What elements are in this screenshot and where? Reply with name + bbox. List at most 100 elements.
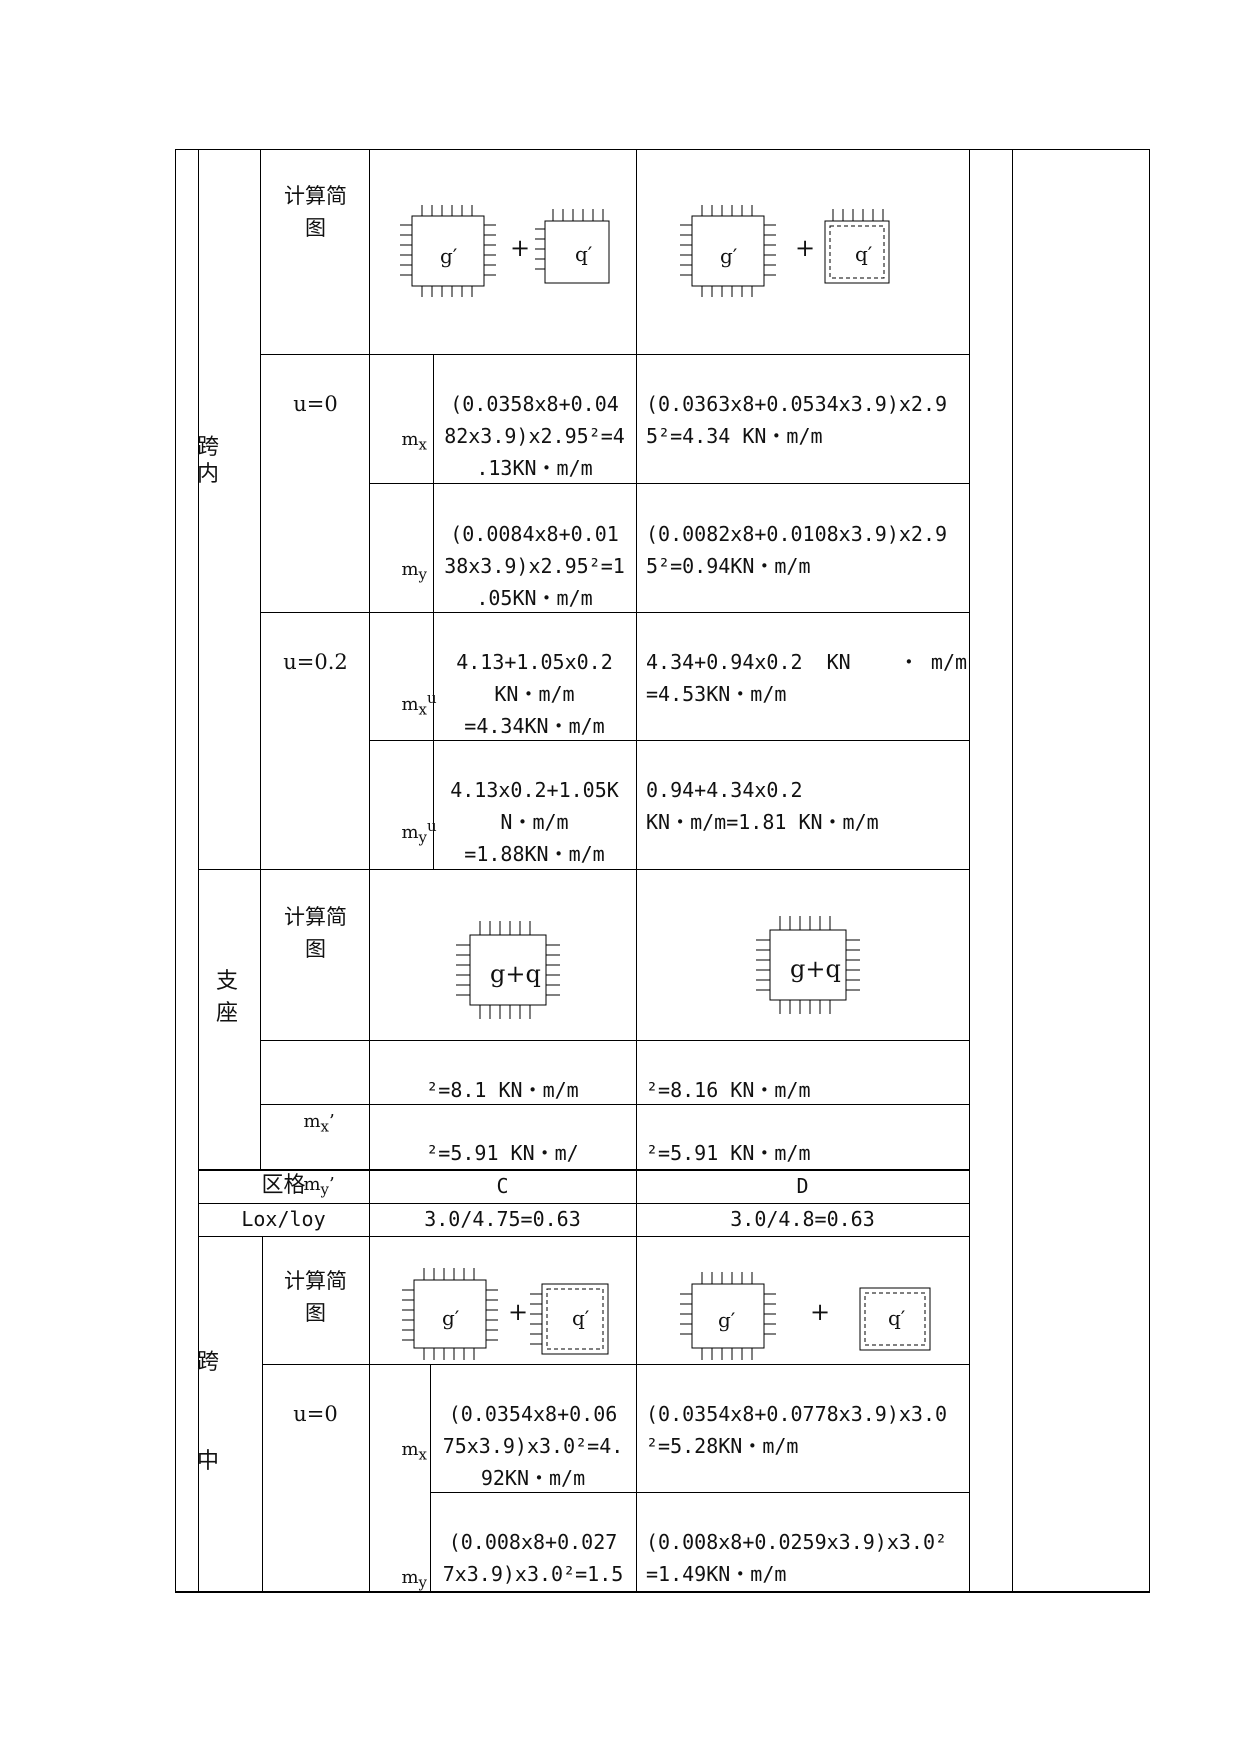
support-label-top: 支 [216, 969, 239, 994]
region-c: C [496, 1174, 509, 1198]
hline-lower-mx-end [430, 1492, 970, 1493]
mx-label: mx [401, 429, 427, 454]
hline-lower-diag-end [262, 1364, 970, 1365]
lower-u0-label: u=0 [293, 1402, 338, 1426]
mxu-c2-line1: 4.34+0.94x0.2 KN ・ m/m [646, 650, 968, 674]
diagram-lower-c2-plus: + [810, 1298, 831, 1326]
vline-2b [262, 1237, 263, 1593]
myu-c1-line1: 4.13x0.2+1.05K [450, 778, 619, 802]
hline-span-end [198, 869, 970, 870]
vline-2a [260, 149, 261, 1170]
diagram-lower-c2 [670, 1262, 950, 1372]
diagram-lower-c1-plus: + [508, 1298, 529, 1326]
lower-calc-diagram-text: 计算简图 [284, 1269, 347, 1325]
mx-prime-c2: ²=8.16 KN・m/m [646, 1078, 811, 1102]
frame-right [1149, 149, 1150, 1593]
hline-support-end [198, 1169, 970, 1171]
diagram-upper-c1-plus: + [510, 234, 531, 262]
vline-5 [636, 149, 637, 1593]
lower-mx-c2-line2: ²=5.28KN・m/m [646, 1434, 799, 1458]
u0-label: u=0 [293, 392, 338, 416]
myu-c2-line1: 0.94+4.34x0.2 [646, 778, 803, 802]
mx-u0-c1-line3: .13KN・m/m [476, 456, 593, 480]
diagram-support-c1 [450, 915, 570, 1025]
diagram-lower-c2-g: g′ [718, 1308, 736, 1332]
frame-left [175, 149, 176, 1593]
diagram-lower-c1 [392, 1262, 632, 1372]
mx-u0-c1-line1: (0.0358x8+0.04 [450, 392, 619, 416]
myu-c2-line2: KN・m/m=1.81 KN・m/m [646, 810, 879, 834]
ratio-label: Lox/loy [241, 1207, 326, 1231]
support-calc-diagram-text: 计算简图 [284, 905, 347, 961]
diagram-upper-c1 [390, 195, 630, 315]
hline-mxp-end [260, 1104, 970, 1105]
my-u0-c2-line2: 5²=0.94KN・m/m [646, 554, 811, 578]
lower-mx-c1-line2: 75x3.9)x3.0²=4. [442, 1434, 624, 1458]
vline-4b [430, 1364, 431, 1593]
lower-my-c1-line2: 7x3.9)x3.0²=1.5 [442, 1562, 624, 1586]
calc-diagram-text: 计算简图 [284, 184, 347, 240]
hline-mx-end [369, 483, 970, 484]
my-prime-c2: ²=5.91 KN・m/m [646, 1141, 811, 1165]
mxu-c1-line1: 4.13+1.05x0.2 [456, 650, 613, 674]
lower-mx-c2-line1: (0.0354x8+0.0778x3.9)x3.0 [646, 1402, 948, 1426]
mxu-c1-line2: KN・m/m [494, 682, 575, 706]
myu-c1-line2: N・m/m [500, 810, 569, 834]
lower-calc-diagram-label: 计算简图 [262, 1265, 369, 1329]
region-label: 区格 [261, 1173, 306, 1198]
lower-my-c1-line1: (0.008x8+0.027 [448, 1530, 618, 1554]
hline-support-diag-end [260, 1040, 970, 1041]
lower-mx-c1-line3: 92KN・m/m [480, 1466, 586, 1490]
frame-bottom [175, 1591, 1150, 1593]
diagram-lower-c2-q: q′ [888, 1306, 906, 1330]
diagram-upper-c2-plus: + [795, 234, 816, 262]
myu-label: myu [401, 817, 437, 847]
my-prime-label: my’ [303, 1174, 335, 1199]
mx-prime-c1: ²=8.1 KN・m/m [426, 1078, 579, 1102]
mxu-c2-line2: =4.53KN・m/m [646, 682, 787, 706]
support-label-bottom: 座 [216, 1001, 239, 1026]
vline-1 [198, 149, 199, 1593]
support-calc-diagram-label: 计算简图 [262, 901, 369, 965]
diagram-lower-c1-g: g′ [442, 1306, 460, 1330]
span-mid-label-top: 跨 [197, 1350, 220, 1375]
diagram-support-c2 [750, 910, 870, 1020]
myu-c1-line3: =1.88KN・m/m [464, 842, 605, 866]
ratio-d: 3.0/4.8=0.63 [730, 1207, 875, 1231]
hline-mxu-end [369, 740, 970, 741]
diagram-upper-c2-q: q′ [855, 242, 873, 266]
my-u0-c2-line1: (0.0082x8+0.0108x3.9)x2.9 [646, 522, 948, 546]
diagram-support-c1-label: g+q [490, 960, 541, 988]
region-d: D [796, 1174, 809, 1198]
vline-3 [369, 149, 370, 1593]
lower-mx-label: mx [401, 1439, 427, 1464]
span-in-label-top: 跨 [197, 435, 220, 460]
hline-u0-end [260, 612, 970, 613]
diagram-upper-c1-q: q′ [575, 242, 593, 266]
my-u0-c1-line1: (0.0084x8+0.01 [450, 522, 619, 546]
lower-mx-c1-line1: (0.0354x8+0.06 [448, 1402, 618, 1426]
span-in-label-bottom: 内 [197, 462, 220, 487]
diagram-upper-c2 [670, 195, 910, 315]
span-mid-label-bottom: 中 [197, 1449, 220, 1474]
vline-6 [969, 149, 970, 1593]
mxu-label: mxu [401, 689, 437, 719]
mxu-c1-line3: =4.34KN・m/m [464, 714, 605, 738]
lower-my-c2-line1: (0.008x8+0.0259x3.9)x3.0² [646, 1530, 948, 1554]
hline-diag-end [260, 354, 970, 355]
my-label: my [401, 559, 428, 584]
vline-7 [1012, 149, 1013, 1593]
diagram-upper-c1-g: g′ [440, 244, 458, 268]
diagram-lower-c1-q: q′ [572, 1306, 590, 1330]
lower-my-c2-line2: =1.49KN・m/m [646, 1562, 787, 1586]
mx-u0-c2-line2: 5²=4.34 KN・m/m [646, 424, 823, 448]
ratio-c: 3.0/4.75=0.63 [424, 1207, 581, 1231]
hatch-top [421, 205, 473, 216]
mx-prime-label: mx’ [303, 1111, 335, 1136]
calc-diagram-label: 计算简图 [262, 180, 369, 244]
my-prime-c1: ²=5.91 KN・m/ [426, 1141, 579, 1165]
hline-region-end [198, 1203, 970, 1204]
mx-u0-c1-line2: 82x3.9)x2.95²=4 [444, 424, 625, 448]
my-u0-c1-line3: .05KN・m/m [476, 586, 593, 610]
diagram-upper-c2-g: g′ [720, 244, 738, 268]
